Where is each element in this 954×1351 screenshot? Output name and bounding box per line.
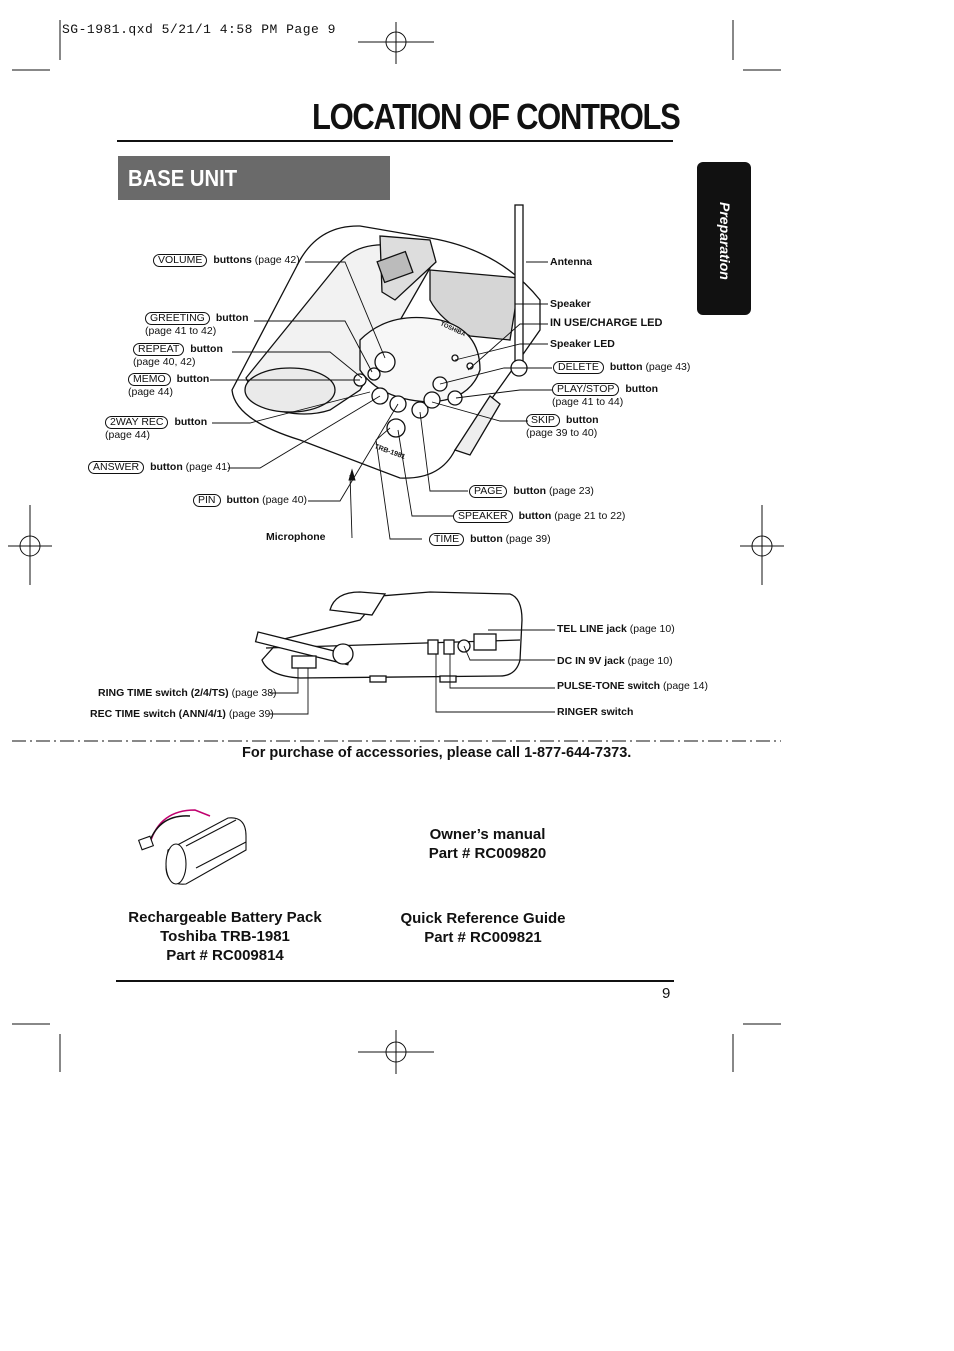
- volume-ref: (page 42): [254, 254, 300, 266]
- tel-line-name: TEL LINE jack: [557, 623, 627, 635]
- greeting-ref: (page 41 to 42): [145, 325, 217, 337]
- playstop-word: button: [625, 383, 659, 395]
- speakerbtn-ref: (page 21 to 22): [554, 510, 626, 522]
- label-antenna: Antenna: [550, 256, 592, 268]
- owners-manual-text: Owner’s manual Part # RC009820: [380, 825, 595, 863]
- side-tab: Preparation: [697, 162, 751, 315]
- label-ring-time: RING TIME switch (2/4/TS) (page 38): [98, 687, 277, 700]
- battery-pack-illustration: [137, 809, 247, 885]
- label-repeat: REPEAT button(page 40, 42): [133, 343, 223, 369]
- label-rec-time: REC TIME switch (ANN/4/1) (page 39): [90, 708, 274, 721]
- title-rule: [117, 140, 673, 142]
- memo-key: MEMO: [128, 373, 171, 386]
- skip-word: button: [565, 414, 599, 426]
- pin-key: PIN: [193, 494, 221, 507]
- base-unit-illustration: TRB-1981 TOSHIBA: [231, 204, 541, 479]
- quick-ref-part: Part # RC009821: [424, 929, 542, 946]
- memo-ref: (page 44): [128, 386, 173, 398]
- label-answer: ANSWER button (page 41): [88, 461, 231, 474]
- label-greeting: GREETING button(page 41 to 42): [145, 312, 249, 338]
- page-key: PAGE: [469, 485, 508, 498]
- label-volume: VOLUME buttons (page 42): [153, 254, 300, 267]
- repeat-key: REPEAT: [133, 343, 185, 356]
- speakerbtn-key: SPEAKER: [453, 510, 513, 523]
- pulse-tone-name: PULSE-TONE switch: [557, 680, 661, 692]
- volume-word: buttons: [213, 254, 252, 266]
- time-word: button: [470, 533, 503, 545]
- delete-key: DELETE: [553, 361, 604, 374]
- label-dc-in: DC IN 9V jack (page 10): [557, 655, 673, 668]
- ring-time-name: RING TIME switch (2/4/TS): [98, 687, 229, 699]
- label-microphone: Microphone: [266, 531, 326, 543]
- battery-model: Toshiba TRB-1981: [160, 928, 290, 945]
- ringer-name: RINGER switch: [557, 706, 634, 718]
- label-2way-rec: 2WAY REC button (page 44): [105, 416, 207, 442]
- label-play-stop: PLAY/STOP button(page 41 to 44): [552, 383, 658, 409]
- dc-in-name: DC IN 9V jack: [557, 655, 625, 667]
- memo-word: button: [176, 373, 210, 385]
- battery-text: Rechargeable Battery Pack Toshiba TRB-19…: [115, 908, 335, 965]
- rear-view-illustration: [254, 591, 523, 683]
- section-header: BASE UNIT: [118, 156, 390, 200]
- greeting-word: button: [215, 312, 249, 324]
- owners-manual-part: Part # RC009820: [428, 845, 547, 862]
- label-memo: MEMO button(page 44): [128, 373, 209, 399]
- accessories-notice: For purchase of accessories, please call…: [242, 745, 632, 761]
- label-time: TIME button (page 39): [429, 533, 551, 546]
- time-ref: (page 39): [505, 533, 551, 545]
- volume-key: VOLUME: [153, 254, 208, 267]
- quick-ref-title: Quick Reference Guide: [400, 910, 566, 927]
- repeat-ref: (page 40, 42): [133, 356, 196, 368]
- ring-time-ref: (page 38): [231, 687, 277, 699]
- label-tel-line: TEL LINE jack (page 10): [557, 623, 675, 636]
- section-title: BASE UNIT: [128, 165, 238, 191]
- label-speaker: Speaker: [550, 298, 591, 310]
- tel-line-ref: (page 10): [629, 623, 675, 635]
- delete-ref: (page 43): [645, 361, 691, 373]
- twoway-key: 2WAY REC: [105, 416, 169, 429]
- file-info-header: SG-1981.qxd 5/21/1 4:58 PM Page 9: [62, 22, 336, 37]
- pin-word: button: [226, 494, 260, 506]
- label-skip: SKIP button(page 39 to 40): [526, 414, 599, 440]
- page-ref: (page 23): [548, 485, 594, 497]
- greeting-key: GREETING: [145, 312, 210, 325]
- speakerbtn-word: button: [518, 510, 552, 522]
- battery-part: Part # RC009814: [166, 947, 284, 964]
- footer-rule: [116, 980, 674, 982]
- owners-manual-title: Owner’s manual: [429, 826, 546, 843]
- page-word: button: [513, 485, 547, 497]
- label-speaker-led: Speaker LED: [550, 338, 615, 350]
- skip-key: SKIP: [526, 414, 560, 427]
- label-speaker-button: SPEAKER button (page 21 to 22): [453, 510, 625, 523]
- label-pin: PIN button (page 40): [193, 494, 307, 507]
- label-delete: DELETE button (page 43): [553, 361, 690, 374]
- pin-ref: (page 40): [262, 494, 308, 506]
- dc-in-ref: (page 10): [627, 655, 673, 667]
- twoway-ref: (page 44): [105, 429, 150, 441]
- delete-word: button: [609, 361, 643, 373]
- answer-key: ANSWER: [88, 461, 145, 474]
- quick-ref-text: Quick Reference Guide Part # RC009821: [378, 909, 588, 947]
- twoway-word: button: [174, 416, 208, 428]
- time-key: TIME: [429, 533, 465, 546]
- pulse-tone-ref: (page 14): [663, 680, 708, 692]
- page-number: 9: [662, 985, 671, 1002]
- side-tab-label: Preparation: [717, 202, 733, 280]
- label-in-use-led: IN USE/CHARGE LED: [550, 317, 663, 329]
- page-title: LOCATION OF CONTROLS: [312, 96, 681, 137]
- label-page: PAGE button (page 23): [469, 485, 594, 498]
- answer-word: button: [150, 461, 183, 473]
- playstop-key: PLAY/STOP: [552, 383, 620, 396]
- playstop-ref: (page 41 to 44): [552, 396, 624, 408]
- answer-ref: (page 41): [185, 461, 231, 473]
- label-ringer: RINGER switch: [557, 706, 633, 719]
- skip-ref: (page 39 to 40): [526, 427, 598, 439]
- repeat-word: button: [190, 343, 223, 355]
- rec-time-ref: (page 39): [228, 708, 274, 720]
- rec-time-name: REC TIME switch (ANN/4/1): [90, 708, 226, 720]
- label-pulse-tone: PULSE-TONE switch (page 14): [557, 680, 708, 693]
- battery-title: Rechargeable Battery Pack: [128, 909, 322, 926]
